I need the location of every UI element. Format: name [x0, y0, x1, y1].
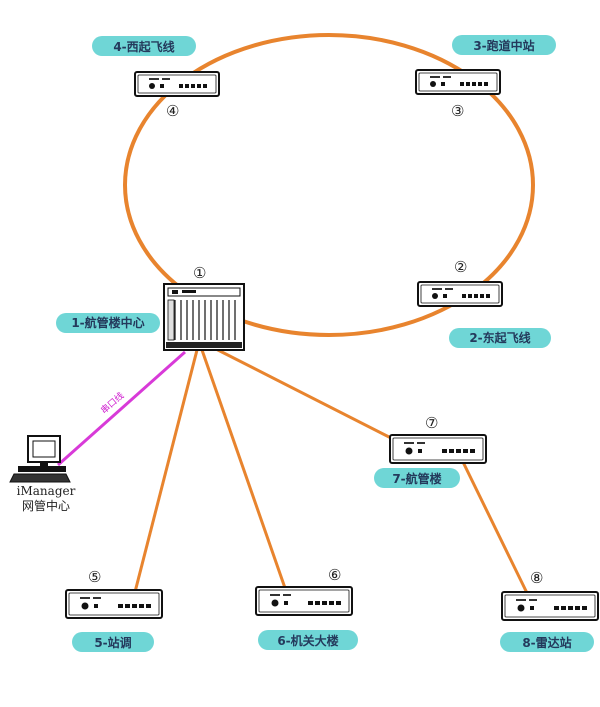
node-6[interactable]: ⑥ 6-机关大楼 — [255, 566, 358, 650]
node-3[interactable]: ③ 3-跑道中站 — [415, 35, 556, 120]
node-5[interactable]: ⑤ 5-站调 — [65, 568, 163, 652]
computer-icon — [9, 435, 71, 483]
router-icon — [255, 586, 353, 616]
node-4-label-pill — [92, 36, 196, 56]
router-icon — [501, 591, 599, 621]
manager-subtitle: 网管中心 — [22, 498, 70, 513]
node-6-number: ⑥ — [328, 566, 341, 584]
node-7-label-pill — [374, 468, 460, 488]
manager-node[interactable]: iManager 网管中心 — [9, 435, 76, 513]
node-3-label: 3-跑道中站 — [473, 38, 534, 53]
node-7-number: ⑦ — [425, 414, 438, 432]
node-3-label-pill — [452, 35, 556, 55]
ring-link — [123, 33, 535, 337]
router-icon — [65, 589, 163, 619]
chassis-icon — [163, 283, 245, 351]
node-8-label: 8-雷达站 — [522, 635, 571, 650]
router-icon — [389, 434, 487, 464]
node-2-label: 2-东起飞线 — [469, 330, 530, 345]
node-8[interactable]: ⑧ 8-雷达站 — [500, 569, 599, 652]
center-label: 1-航管楼中心 — [71, 315, 144, 330]
node-8-label-pill — [500, 632, 594, 652]
node-7[interactable]: ⑦ 7-航管楼 — [374, 414, 487, 488]
center-node[interactable]: ① 1-航管楼中心 — [56, 264, 245, 351]
node-4[interactable]: ④ 4-西起飞线 — [92, 36, 220, 120]
node-2-label-pill — [449, 328, 551, 348]
center-number: ① — [193, 264, 206, 282]
node-4-number: ④ — [166, 102, 179, 120]
node-4-label: 4-西起飞线 — [113, 39, 174, 54]
node-8-number: ⑧ — [530, 569, 543, 587]
node-6-label: 6-机关大楼 — [277, 633, 338, 648]
router-icon — [417, 281, 503, 307]
node-2[interactable]: ② 2-东起飞线 — [417, 258, 551, 348]
node-2-number: ② — [454, 258, 467, 276]
node-3-number: ③ — [451, 102, 464, 120]
router-icon — [134, 71, 220, 97]
node-5-label: 5-站调 — [94, 635, 131, 650]
link-7-8 — [461, 461, 529, 594]
center-label-pill — [56, 313, 160, 333]
manager-name: iManager — [17, 484, 76, 498]
node-6-label-pill — [258, 630, 358, 650]
management-link — [57, 350, 186, 467]
link-center-5 — [133, 349, 199, 593]
link-center-6 — [200, 349, 287, 589]
management-link-label: 串口线 — [98, 389, 126, 416]
node-5-label-pill — [72, 632, 154, 652]
router-icon — [415, 69, 501, 95]
node-5-number: ⑤ — [88, 568, 101, 586]
link-center-7 — [209, 344, 396, 442]
node-7-label: 7-航管楼 — [392, 471, 441, 486]
